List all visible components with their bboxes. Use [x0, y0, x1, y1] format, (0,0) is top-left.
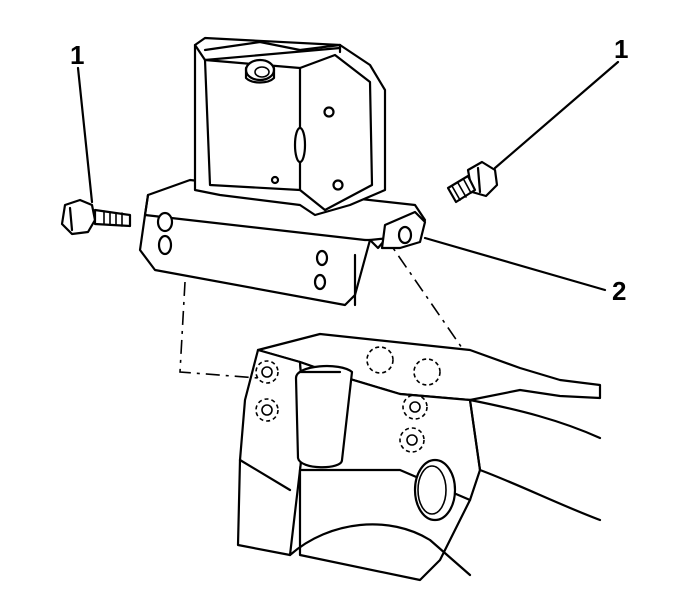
frame-crossmember [236, 332, 602, 582]
bolt-right [446, 160, 499, 204]
frame-hole-markers [255, 346, 441, 453]
callout-label-bracket: 2 [612, 276, 626, 306]
bolt-left [60, 198, 132, 236]
callout-label-bolt-right: 1 [614, 34, 628, 64]
leader-lines [76, 60, 620, 292]
alignment-lines [179, 231, 463, 379]
callout-label-bolt-left: 1 [70, 40, 84, 70]
mount-bracket [138, 36, 427, 307]
